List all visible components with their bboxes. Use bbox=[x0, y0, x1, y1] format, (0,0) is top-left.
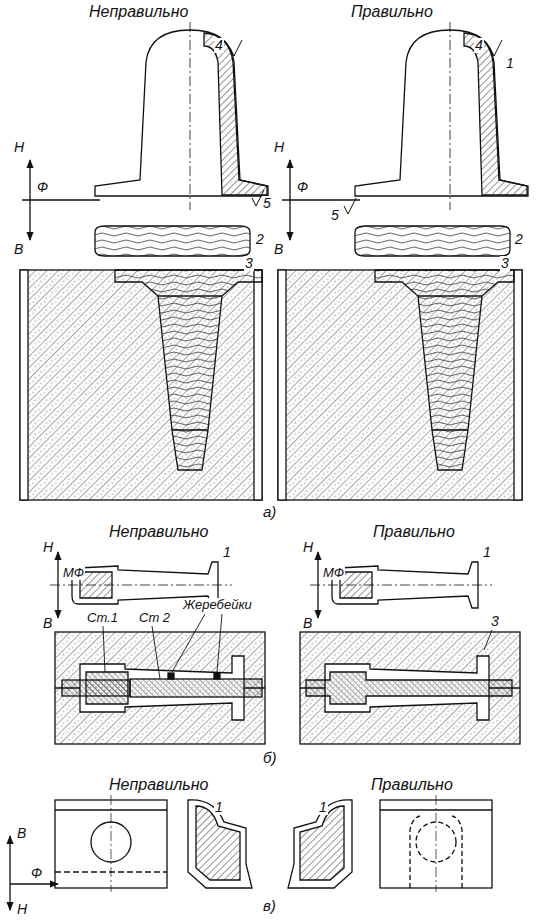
heading: Неправильно bbox=[88, 4, 189, 21]
callout-number: 1 bbox=[505, 56, 515, 71]
callout-number: 1 bbox=[214, 800, 224, 815]
heading: Неправильно bbox=[108, 524, 209, 541]
direction-label: Н bbox=[273, 140, 285, 155]
chaplet-label: Жеребейки bbox=[182, 598, 253, 612]
direction-label: Н bbox=[42, 540, 54, 555]
heading: Неправильно bbox=[108, 777, 209, 794]
direction-label: Н bbox=[302, 540, 314, 555]
roughness-mark: 4 bbox=[214, 38, 224, 53]
direction-label: Н bbox=[13, 140, 25, 155]
direction-label: В bbox=[13, 242, 24, 257]
direction-label: В bbox=[16, 826, 27, 841]
direction-label: В bbox=[273, 242, 284, 257]
roughness-mark: 5 bbox=[330, 208, 340, 223]
core-label: Ст 2 bbox=[138, 611, 171, 625]
callout-number: 1 bbox=[482, 545, 492, 560]
direction-label: Ф bbox=[36, 180, 49, 195]
roughness-mark: 5 bbox=[262, 196, 272, 211]
subfigure-label: б) bbox=[262, 750, 277, 766]
callout-number: 2 bbox=[514, 232, 524, 247]
direction-label: МФ bbox=[322, 566, 345, 580]
callout-number: 1 bbox=[222, 545, 232, 560]
callout-number: 3 bbox=[490, 614, 500, 629]
callout-number: 3 bbox=[500, 256, 510, 271]
heading: Правильно bbox=[370, 777, 454, 794]
heading: Правильно bbox=[372, 524, 456, 541]
callout-number: 1 bbox=[318, 800, 328, 815]
direction-label: В bbox=[42, 616, 53, 631]
direction-label: Ф bbox=[296, 180, 309, 195]
direction-label: Ф bbox=[30, 866, 43, 881]
core-label: Ст.1 bbox=[86, 611, 119, 625]
subfigure-label: а) bbox=[262, 504, 277, 520]
direction-label: МФ bbox=[62, 566, 85, 580]
direction-label: Н bbox=[16, 902, 28, 917]
heading: Правильно bbox=[350, 4, 434, 21]
roughness-mark: 4 bbox=[474, 38, 484, 53]
subfigure-label: в) bbox=[262, 898, 277, 914]
direction-label: В bbox=[302, 616, 313, 631]
callout-number: 2 bbox=[255, 232, 265, 247]
callout-number: 3 bbox=[244, 256, 254, 271]
